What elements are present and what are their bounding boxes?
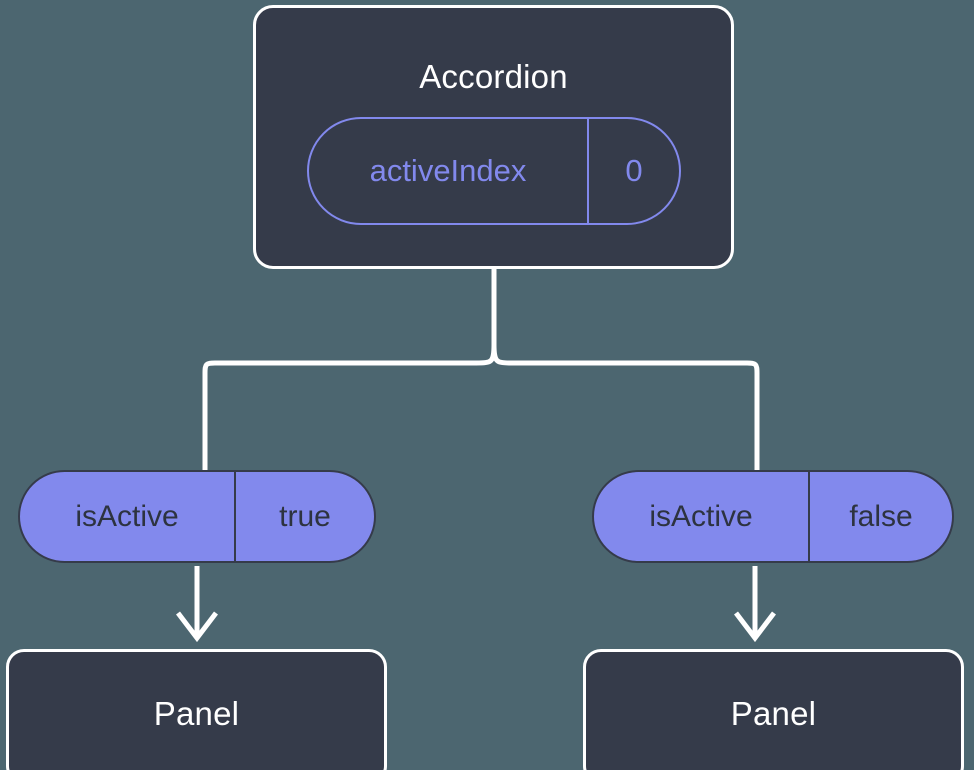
prop-pill-is-active-left[interactable]: isActive true (18, 470, 376, 563)
prop-pill-is-active-left-value: true (234, 472, 374, 561)
prop-pill-is-active-right-key: isActive (649, 499, 753, 533)
panel-left-title: Panel (153, 695, 240, 732)
state-pill-active-index[interactable]: activeIndex 0 (307, 117, 681, 225)
state-pill-active-index-key: activeIndex (369, 153, 527, 188)
state-pill-active-index-value: 0 (587, 119, 679, 223)
connector-branch-right (491, 344, 760, 470)
panel-node-left[interactable]: Panel (6, 649, 387, 770)
prop-pill-is-active-right-value: false (808, 472, 952, 561)
arrow-head-left (176, 611, 218, 643)
accordion-title: Accordion (419, 58, 568, 95)
prop-pill-is-active-left-key: isActive (75, 499, 179, 533)
panel-right-title: Panel (730, 695, 817, 732)
arrow-head-right (734, 611, 776, 643)
connector-branch-left (202, 344, 497, 470)
panel-node-right[interactable]: Panel (583, 649, 964, 770)
prop-pill-is-active-right[interactable]: isActive false (592, 470, 954, 563)
